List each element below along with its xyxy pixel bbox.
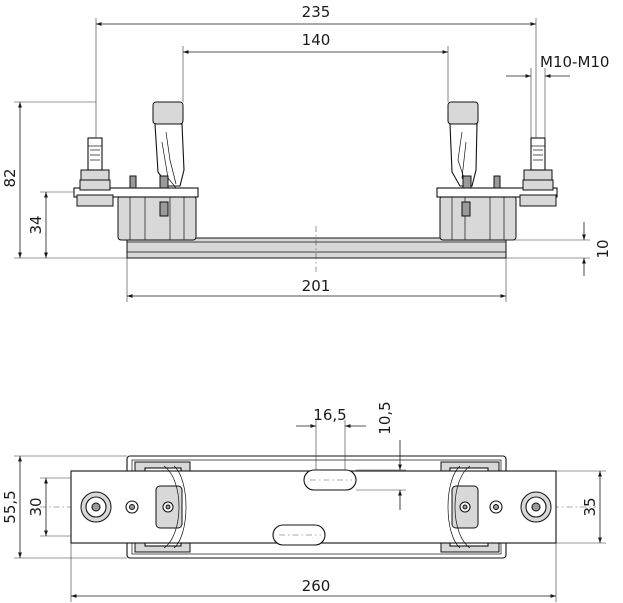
left-fuse-clip xyxy=(152,101,185,189)
base-plate xyxy=(126,237,507,259)
left-bolt-top xyxy=(80,491,139,523)
dim-82: 82 xyxy=(1,168,19,187)
dim-140: 140 xyxy=(302,31,331,49)
dim-260: 260 xyxy=(302,577,331,595)
right-fuse-clip xyxy=(447,101,479,189)
top-view: 16,5 10,5 55,5 30 35 260 xyxy=(1,401,606,602)
right-insulator xyxy=(439,195,517,241)
dim-35: 35 xyxy=(581,497,599,516)
mounting-slot-upper xyxy=(303,469,357,491)
dim-thread: M10-M10 xyxy=(540,53,609,71)
right-terminal-bolt xyxy=(493,137,557,207)
left-insulator xyxy=(117,195,197,241)
dim-34: 34 xyxy=(27,215,45,234)
front-view: 235 140 M10-M10 82 34 10 201 xyxy=(1,3,612,302)
mounting-slot-lower xyxy=(272,524,326,546)
dim-55-5: 55,5 xyxy=(1,490,19,523)
right-clip-top xyxy=(447,465,479,549)
dim-10: 10 xyxy=(594,239,612,258)
left-terminal-bolt xyxy=(76,137,137,207)
dim-235: 235 xyxy=(302,3,331,21)
dim-201: 201 xyxy=(302,277,331,295)
right-bolt-top xyxy=(489,491,552,523)
dim-16-5: 16,5 xyxy=(313,406,346,424)
dim-30: 30 xyxy=(27,497,45,516)
dim-10-5: 10,5 xyxy=(376,401,394,434)
left-clip-top xyxy=(155,465,187,549)
